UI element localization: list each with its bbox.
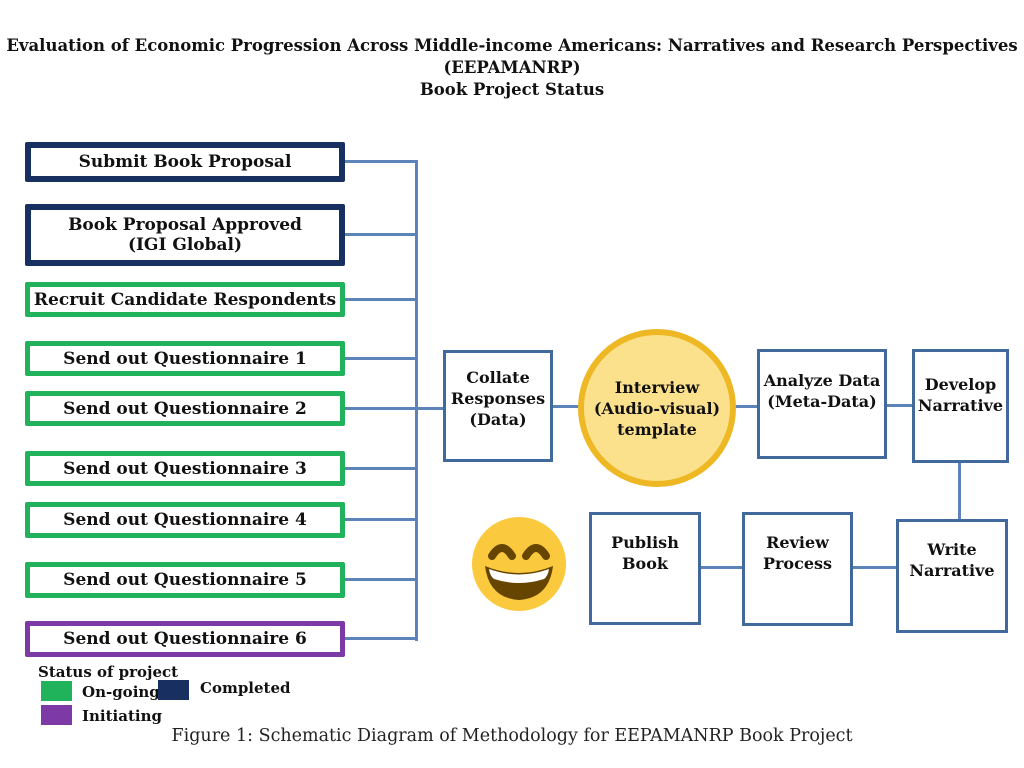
- node-label: Review: [766, 533, 829, 552]
- step-label: Send out Questionnaire 5: [63, 570, 307, 590]
- node-label: Analyze Data: [763, 371, 881, 390]
- step-label: Book Proposal Approved: [68, 215, 302, 235]
- node-label: Responses: [450, 389, 546, 408]
- step-send-questionnaire-6: Send out Questionnaire 6: [25, 621, 345, 657]
- connector-line: [345, 298, 417, 301]
- node-label: Publish: [611, 533, 679, 552]
- connector-line: [345, 637, 417, 640]
- node-label: Develop: [924, 375, 997, 394]
- node-develop-narrative: Develop Narrative: [912, 349, 1009, 463]
- node-label: template: [617, 419, 697, 439]
- node-label: (Data): [469, 410, 527, 429]
- node-label: Process: [762, 554, 833, 573]
- node-label: Interview: [614, 377, 700, 397]
- step-send-questionnaire-2: Send out Questionnaire 2: [25, 391, 345, 426]
- emoji-left-eye: [488, 544, 516, 560]
- page-title-line2: (EEPAMANRP): [443, 58, 581, 77]
- connector-bus-to-collate: [415, 407, 443, 410]
- step-send-questionnaire-4: Send out Questionnaire 4: [25, 502, 345, 538]
- node-analyze-data: Analyze Data (Meta-Data): [757, 349, 887, 459]
- node-label: Narrative: [917, 396, 1004, 415]
- legend-label-initiating: Initiating: [82, 707, 162, 725]
- connector-analyze-develop: [886, 404, 914, 407]
- connector-review-write: [852, 566, 898, 569]
- node-write-narrative: Write Narrative: [896, 519, 1008, 633]
- step-book-proposal-approved: Book Proposal Approved (IGI Global): [25, 204, 345, 266]
- step-label: Send out Questionnaire 1: [63, 348, 307, 369]
- page-title-line1: Evaluation of Economic Progression Acros…: [6, 36, 1018, 55]
- connector-line: [345, 407, 417, 410]
- node-label: Collate: [466, 368, 530, 387]
- node-label: Write: [927, 540, 977, 559]
- legend-label-completed: Completed: [200, 679, 291, 697]
- node-collate-responses: Collate Responses (Data): [443, 350, 553, 462]
- connector-line: [345, 160, 417, 163]
- step-send-questionnaire-3: Send out Questionnaire 3: [25, 451, 345, 486]
- step-send-questionnaire-5: Send out Questionnaire 5: [25, 562, 345, 598]
- connector-line: [345, 578, 417, 581]
- connector-line: [345, 467, 417, 470]
- node-review-process: Review Process: [742, 512, 853, 626]
- legend-title: Status of project: [38, 663, 179, 681]
- step-label: Send out Questionnaire 3: [63, 458, 307, 479]
- node-label: (Meta-Data): [767, 392, 877, 411]
- connector-line: [345, 357, 417, 360]
- step-label: Send out Questionnaire 2: [63, 398, 307, 419]
- node-label: (Audio-visual): [593, 398, 721, 418]
- legend-label-ongoing: On-going: [82, 683, 160, 701]
- connector-develop-write: [958, 462, 961, 520]
- connector-bus-line: [415, 160, 418, 641]
- node-interview-template: Interview (Audio-visual) template: [578, 329, 736, 487]
- node-label: Book: [622, 554, 668, 573]
- emoji-right-eye: [522, 544, 550, 560]
- legend-swatch-completed: [158, 680, 189, 700]
- step-submit-book-proposal: Submit Book Proposal: [25, 142, 345, 182]
- smiling-face-emoji-icon: [472, 517, 566, 611]
- legend-swatch-ongoing: [41, 681, 72, 701]
- emoji-teeth: [489, 569, 549, 583]
- step-recruit-candidate-respondents: Recruit Candidate Respondents: [25, 282, 345, 317]
- step-send-questionnaire-1: Send out Questionnaire 1: [25, 341, 345, 376]
- step-label: Submit Book Proposal: [78, 152, 292, 172]
- connector-publish-review: [700, 566, 744, 569]
- step-label-line2: (IGI Global): [127, 235, 243, 255]
- step-label: Send out Questionnaire 4: [63, 510, 307, 530]
- legend-swatch-initiating: [41, 705, 72, 725]
- connector-line: [345, 518, 417, 521]
- node-label: Narrative: [909, 561, 995, 580]
- step-label: Recruit Candidate Respondents: [33, 289, 337, 310]
- page-title-line3: Book Project Status: [419, 80, 605, 99]
- node-publish-book: Publish Book: [589, 512, 701, 625]
- step-label: Send out Questionnaire 6: [63, 629, 307, 649]
- figure-caption: Figure 1: Schematic Diagram of Methodolo…: [171, 726, 853, 746]
- connector-line: [345, 233, 417, 236]
